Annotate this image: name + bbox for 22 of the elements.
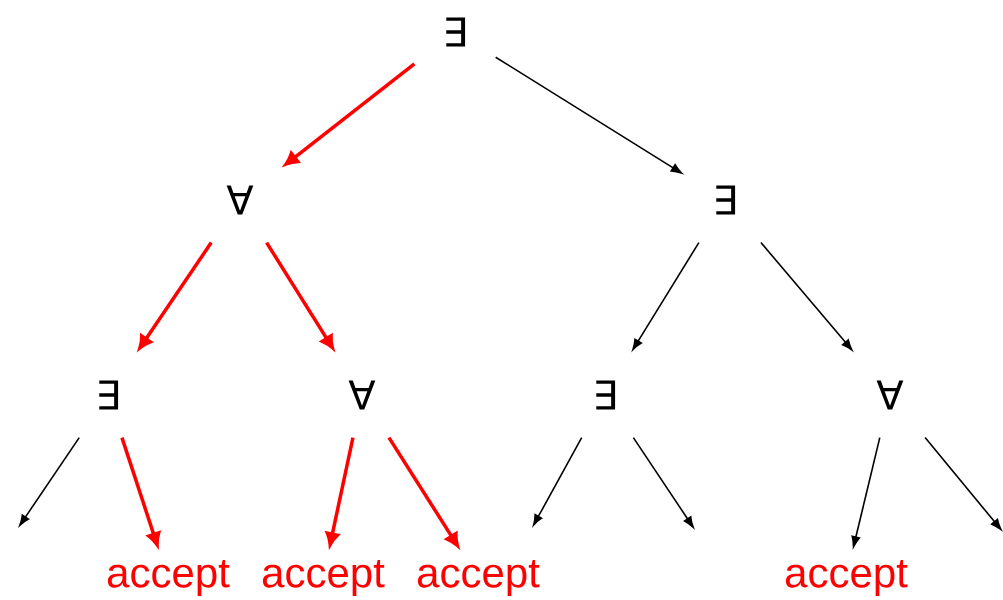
arrow bbox=[138, 241, 213, 350]
quantifier-symbol: ∀ bbox=[226, 185, 254, 215]
accept-label: accept bbox=[785, 560, 908, 596]
arrow bbox=[19, 436, 81, 526]
quantifier-symbol: ∃ bbox=[446, 17, 466, 47]
accept-label: accept bbox=[417, 560, 540, 596]
arrow bbox=[924, 436, 1002, 531]
arrow bbox=[532, 436, 583, 526]
arrow bbox=[284, 62, 416, 166]
arrow bbox=[494, 56, 683, 174]
accept-label: accept bbox=[262, 560, 385, 596]
quantifier-symbol: ∀ bbox=[348, 380, 376, 410]
accept-label: accept bbox=[107, 560, 230, 596]
quantifier-symbol: ∃ bbox=[99, 380, 119, 410]
quantifier-symbol: ∀ bbox=[876, 380, 904, 410]
arrow bbox=[632, 241, 700, 351]
quantifier-symbol: ∃ bbox=[716, 185, 736, 215]
quantifier-symbol: ∃ bbox=[596, 380, 616, 410]
arrow bbox=[632, 436, 694, 528]
arrow bbox=[760, 241, 853, 351]
arrow bbox=[265, 241, 335, 350]
arrow bbox=[851, 436, 881, 548]
